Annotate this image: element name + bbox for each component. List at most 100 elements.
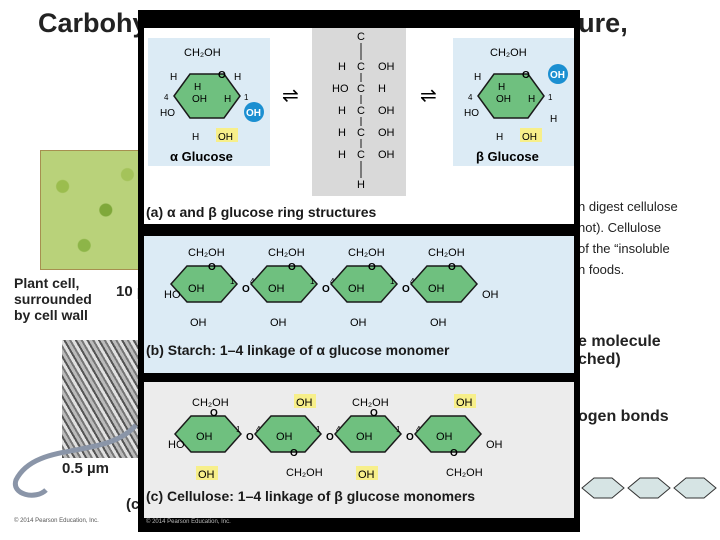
- label-c-partial: (c: [126, 496, 140, 513]
- atom-label: OH: [456, 397, 473, 409]
- svg-text:CH₂OH: CH₂OH: [490, 47, 527, 59]
- atom-label: O: [326, 432, 334, 443]
- atom-label: OH: [296, 397, 313, 409]
- oh-highlight: [196, 466, 218, 480]
- atom-label: OH: [428, 283, 445, 295]
- atom-label: OH: [482, 289, 499, 301]
- caption-c: (c) Cellulose: 1–4 linkage of β glucose …: [146, 488, 476, 504]
- open-chain-glucose: H C C C C C C H OH HO H H OH H OH H OH H: [332, 28, 395, 191]
- atom-label: CH₂OH: [428, 247, 465, 259]
- panel-c: OOHCH₂OHOHO14OOHOHCH₂OHO14OOHCH₂OHOHO14O…: [144, 382, 574, 518]
- svg-text:4: 4: [468, 93, 473, 102]
- cellulose-glucose-ring: [413, 415, 483, 453]
- caption-b: (b) Starch: 1–4 linkage of α glucose mon…: [146, 342, 450, 358]
- atom-label: 1: [396, 425, 401, 434]
- svg-text:OH: OH: [550, 70, 565, 81]
- atom-label: OH: [436, 431, 453, 443]
- micrograph-image: [62, 340, 148, 458]
- hydrogen-bonds-label: ogen bonds: [578, 408, 669, 425]
- figure-credit: © 2014 Pearson Education, Inc.: [146, 519, 231, 525]
- atom-label: O: [290, 448, 298, 459]
- oh-highlight: [356, 466, 378, 480]
- svg-text:H: H: [338, 105, 346, 117]
- atom-label: CH₂OH: [268, 247, 305, 259]
- atom-label: O: [368, 262, 376, 273]
- atom-label: CH₂OH: [192, 397, 229, 409]
- svg-text:H: H: [170, 72, 177, 83]
- svg-text:H: H: [194, 82, 201, 93]
- atom-label: OH: [358, 469, 375, 481]
- molecule-label: e molecule ched): [578, 333, 661, 368]
- svg-text:OH: OH: [378, 61, 395, 73]
- atom-label: OH: [486, 439, 503, 451]
- equilibrium-arrow-left: ⇌: [282, 85, 299, 107]
- svg-text:C: C: [357, 83, 365, 95]
- svg-text:C: C: [357, 149, 365, 161]
- svg-text:C: C: [357, 127, 365, 139]
- atom-label: O: [208, 262, 216, 273]
- atom-label: 1: [316, 425, 321, 434]
- caption-a: (a) α and β glucose ring structures: [146, 204, 377, 220]
- scale-bar-05: 0.5 µm: [62, 460, 109, 477]
- svg-text:H: H: [338, 28, 346, 31]
- equilibrium-arrow-right: ⇌: [420, 85, 437, 107]
- oh-highlight: [454, 394, 476, 408]
- svg-text:C: C: [357, 61, 365, 73]
- atom-label: O: [402, 284, 410, 295]
- svg-text:H: H: [496, 132, 503, 143]
- alpha-glucose-ring: CH₂OH O H H H 4 1 OH H HO H OH OH: [160, 47, 264, 143]
- plant-cell-image: [40, 150, 150, 270]
- atom-label: CH₂OH: [352, 397, 389, 409]
- atom-label: O: [406, 432, 414, 443]
- atom-label: O: [210, 408, 218, 419]
- fiber-strand: [12, 423, 138, 498]
- atom-label: O: [242, 284, 250, 295]
- open-chain-box: [312, 28, 406, 196]
- atom-label: O: [246, 432, 254, 443]
- svg-text:OH: OH: [246, 108, 261, 119]
- atom-label: OH: [188, 283, 205, 295]
- atom-label: OH: [198, 469, 215, 481]
- atom-label: OH: [350, 317, 367, 329]
- atom-label: 1: [230, 277, 235, 286]
- starch-glucose-ring: [409, 265, 479, 303]
- svg-text:H: H: [528, 94, 535, 105]
- atom-label: OH: [268, 283, 285, 295]
- svg-text:H: H: [550, 114, 557, 125]
- atom-label: OH: [356, 431, 373, 443]
- background-credit: © 2014 Pearson Education, Inc.: [14, 518, 99, 524]
- starch-chain: CH₂OHOOHOHO14CH₂OHOOHOHO14CH₂OHOOHOHO14C…: [164, 247, 499, 329]
- panel-b: CH₂OHOOHOHO14CH₂OHOOHOHO14CH₂OHOOHOHO14C…: [144, 236, 574, 373]
- svg-text:1: 1: [548, 93, 553, 102]
- atom-label: CH₂OH: [286, 467, 323, 479]
- svg-text:OH: OH: [218, 132, 233, 143]
- atom-label: OH: [430, 317, 447, 329]
- atom-label: OH: [276, 431, 293, 443]
- svg-text:H: H: [378, 83, 386, 95]
- atom-label: O: [370, 408, 378, 419]
- svg-text:OH: OH: [522, 132, 537, 143]
- svg-text:OH: OH: [192, 94, 207, 105]
- svg-text:OH: OH: [496, 94, 511, 105]
- atom-label: 1: [390, 277, 395, 286]
- svg-text:4: 4: [164, 93, 169, 102]
- atom-label: HO: [168, 439, 185, 451]
- cellulose-glucose-ring: [333, 415, 403, 453]
- svg-text:H: H: [338, 61, 346, 73]
- svg-text:HO: HO: [332, 83, 349, 95]
- beta-glucose-ring: CH₂OH O H H 4 1 OH H HO H H OH OH: [464, 47, 568, 143]
- svg-text:HO: HO: [160, 108, 175, 119]
- atom-label: O: [288, 262, 296, 273]
- svg-text:H: H: [338, 149, 346, 161]
- svg-text:H: H: [498, 82, 505, 93]
- cellulose-glucose-ring: [253, 415, 323, 453]
- starch-glucose-ring: [329, 265, 399, 303]
- svg-text:CH₂OH: CH₂OH: [184, 47, 221, 59]
- cellulose-chain: OOHCH₂OHOHO14OOHOHCH₂OHO14OOHCH₂OHOHO14O…: [168, 394, 503, 481]
- cellulose-glucose-ring: [173, 415, 243, 453]
- atom-label: CH₂OH: [348, 247, 385, 259]
- svg-text:H: H: [474, 72, 481, 83]
- atom-label: OH: [196, 431, 213, 443]
- svg-text:H: H: [192, 132, 199, 143]
- cellulose-chain-sketch: [581, 477, 717, 499]
